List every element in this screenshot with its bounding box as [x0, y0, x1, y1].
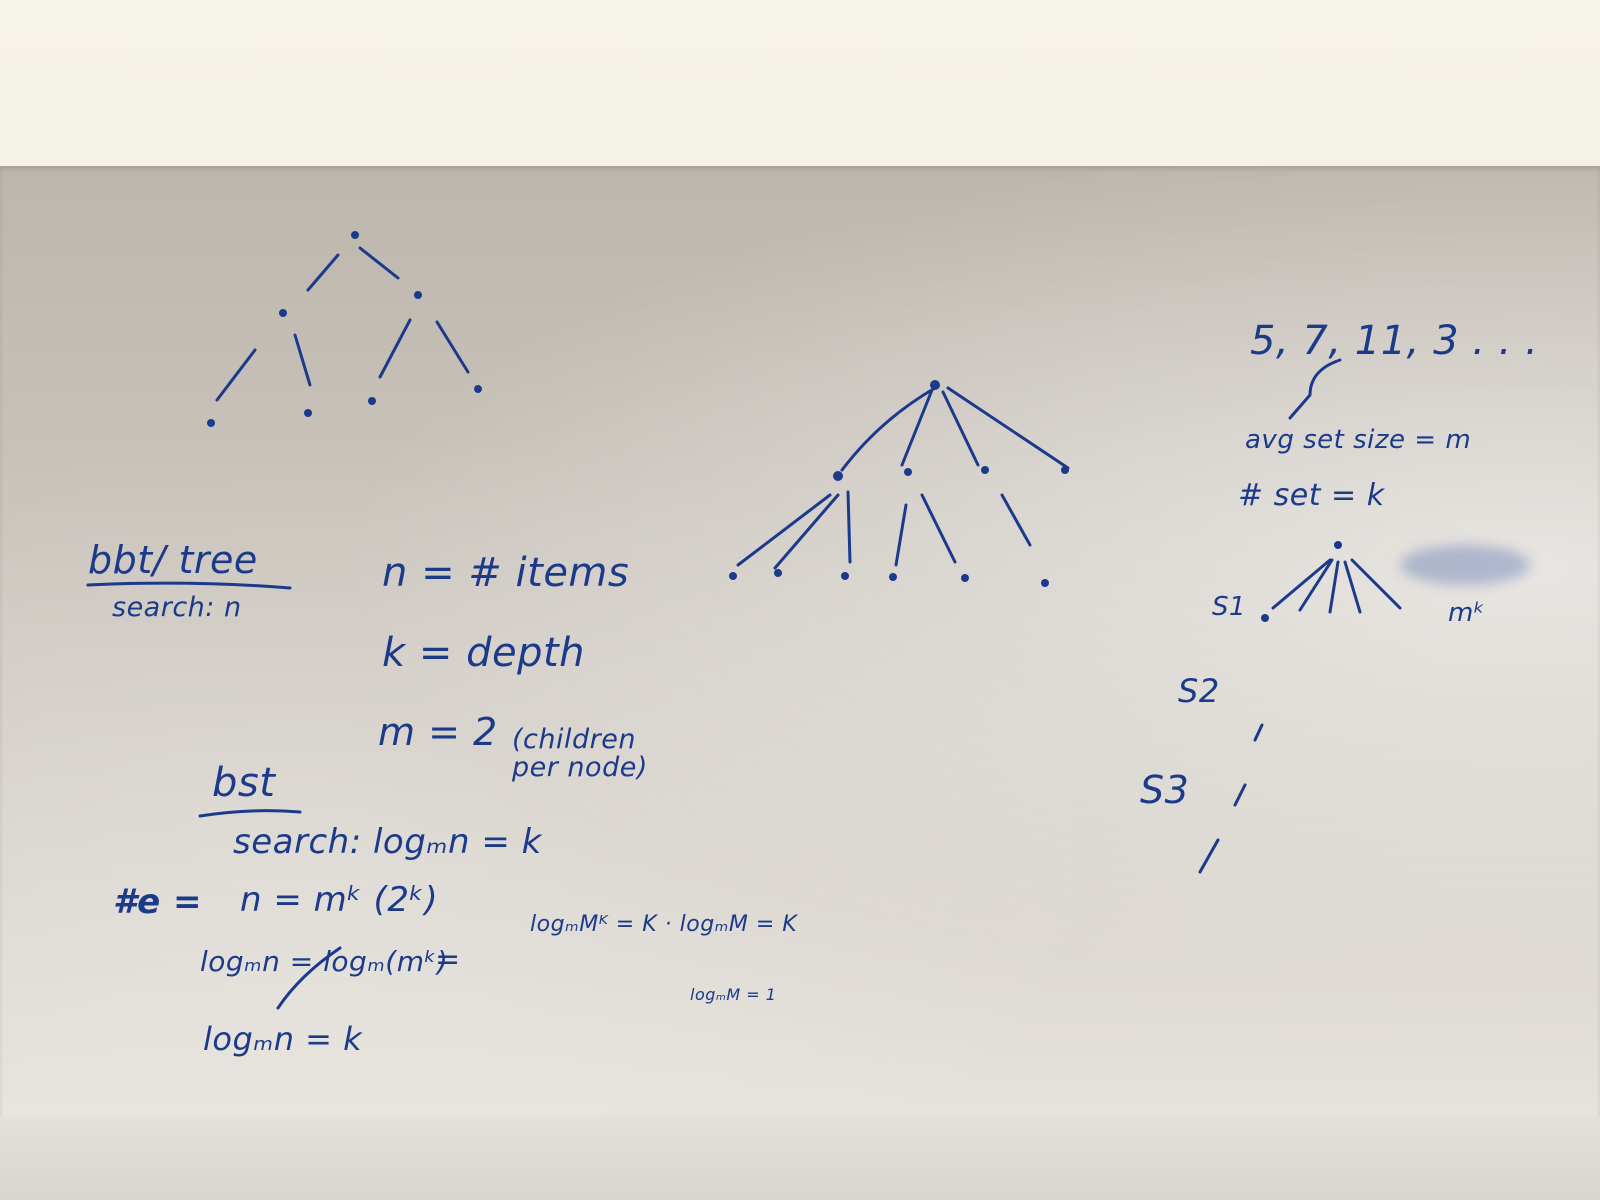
m-note: (children per node) — [512, 724, 648, 784]
s3-label: S3 — [1140, 768, 1190, 812]
s1-label: S1 — [1212, 592, 1247, 622]
wall-below-board — [0, 1116, 1600, 1200]
n-definition: n = # items — [382, 550, 630, 596]
equals-sign: = — [435, 942, 461, 977]
m-ary-tree-diagram — [729, 380, 1070, 587]
bst-underline — [198, 809, 302, 818]
avg-set-size: avg set size = m — [1245, 425, 1472, 455]
m-definition: m = 2 — [378, 710, 498, 754]
binary-tree-diagram — [207, 231, 482, 427]
log-equation: logₘn = logₘ(mᵏ) — [200, 945, 449, 978]
ink-smudge — [1400, 545, 1530, 585]
bst-title: bst — [212, 760, 276, 806]
bbt-tree-title: bbt/ tree — [88, 538, 258, 582]
edges-label: #e = — [113, 882, 203, 922]
set-tree-diagram — [1198, 358, 1402, 874]
bbt-search-label: search: n — [112, 592, 242, 623]
number-sequence: 5, 7, 11, 3 . . . — [1250, 318, 1539, 364]
log-result: logₘn = k — [203, 1020, 363, 1058]
log-identity: logₘMᴷ = K · logₘM = K — [530, 912, 798, 937]
s2-label: S2 — [1178, 672, 1220, 710]
whiteboard — [0, 166, 1600, 1116]
strikethrough-mark — [276, 946, 342, 1010]
k-definition: k = depth — [382, 630, 586, 676]
bst-search-complexity: search: logₘn = k — [233, 822, 542, 862]
set-count: # set = k — [1238, 478, 1385, 513]
bbt-underline — [86, 581, 292, 590]
log-base-identity: logₘM = 1 — [690, 985, 777, 1004]
m-to-k-label: mᵏ — [1448, 598, 1486, 628]
n-equals-m-to-k: n = mᵏ (2ᵏ) — [240, 880, 439, 920]
